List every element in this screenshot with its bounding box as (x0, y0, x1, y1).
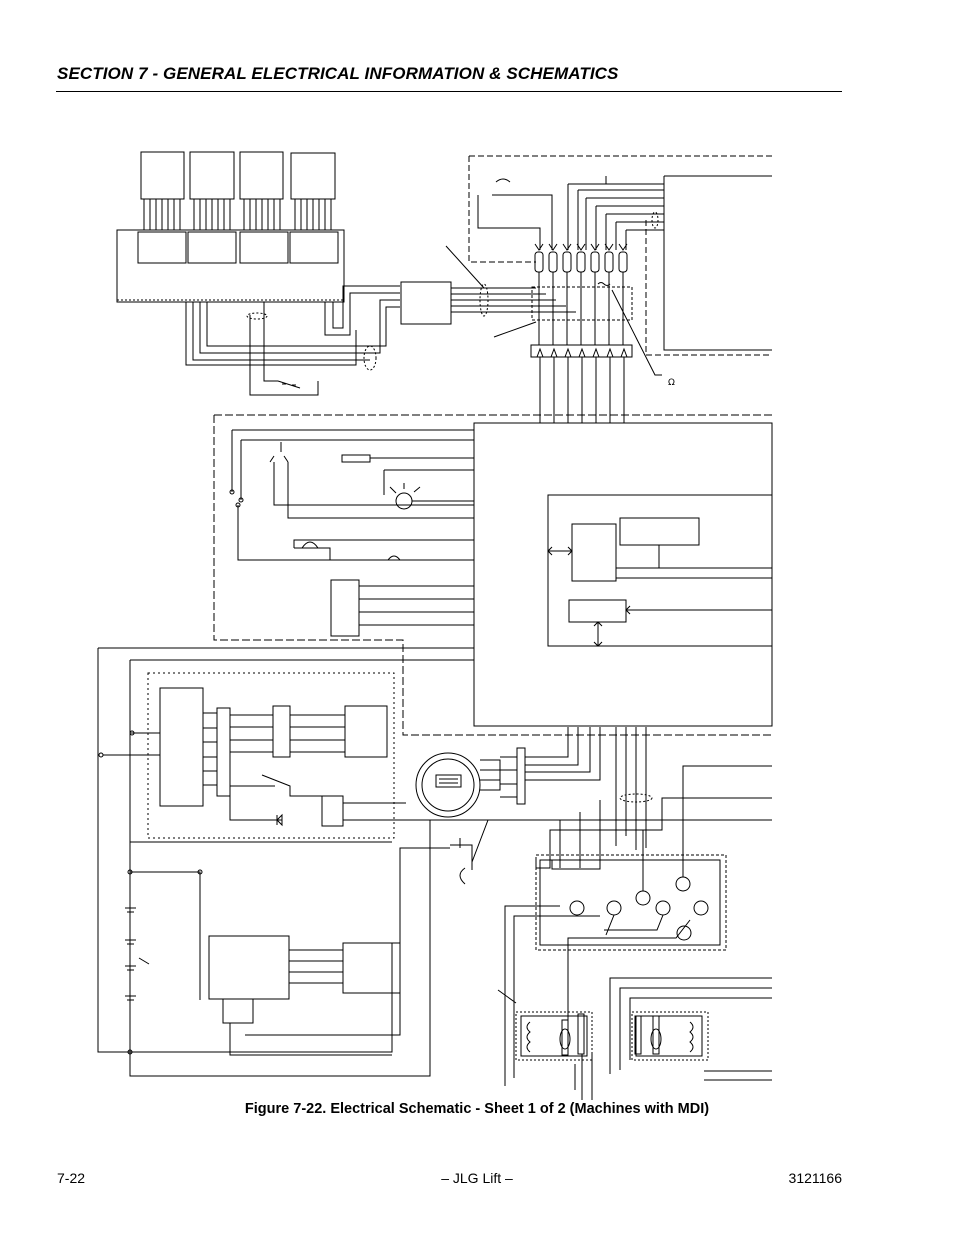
platform-control-box (213, 414, 773, 736)
relay-panel-lower-right (414, 727, 772, 1086)
control-module-top-left (116, 151, 345, 303)
section-title: SECTION 7 - GENERAL ELECTRICAL INFORMATI… (57, 64, 619, 83)
power-module (208, 847, 450, 1056)
battery-stack (125, 820, 431, 1077)
publisher-footer: – JLG Lift – (441, 1170, 513, 1186)
module-harness-wires (185, 285, 400, 396)
header-divider (56, 91, 842, 92)
fuse-row (534, 243, 628, 273)
page-number: 7-22 (57, 1170, 86, 1186)
mdi-display-gauge (415, 727, 653, 818)
figure-caption: Figure 7-22. Electrical Schematic - Shee… (244, 1101, 710, 1117)
junction-wires (445, 245, 576, 338)
document-number: 3121166 (788, 1170, 842, 1186)
junction-module (400, 281, 452, 325)
motor-solenoid-assemblies (497, 989, 709, 1100)
fuse-panel-region (468, 155, 772, 423)
ground-control-box (97, 647, 474, 1053)
module-inner-panel (547, 494, 772, 647)
resistance-symbol-label: Ω (668, 378, 675, 388)
